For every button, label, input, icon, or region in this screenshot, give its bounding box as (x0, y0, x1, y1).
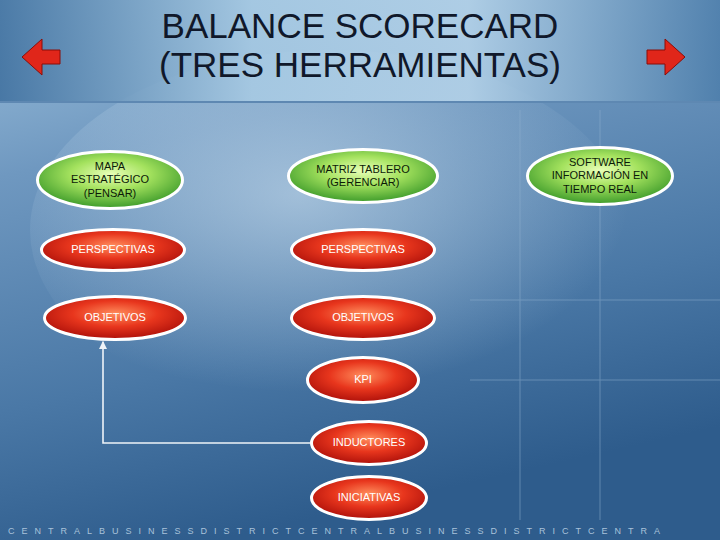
watermark: CENTRALBUSINESSDISTRICTCENTRALBUSINESSDI… (8, 526, 667, 536)
node-label: KPI (354, 373, 372, 386)
item-ellipse: INDUCTORES (310, 420, 428, 466)
item-ellipse: INICIATIVAS (310, 475, 428, 521)
tool-ellipse: SOFTWARE INFORMACIÓN EN TIEMPO REAL (526, 146, 674, 206)
nav-arrow-left (22, 39, 60, 75)
item-ellipse: KPI (306, 356, 420, 404)
node-label: INICIATIVAS (338, 491, 401, 504)
node-label: OBJETIVOS (332, 311, 394, 324)
tool-ellipse: MAPA ESTRATÉGICO (PENSAR) (36, 150, 184, 210)
node-label: OBJETIVOS (84, 311, 146, 324)
node-label: PERSPECTIVAS (71, 243, 155, 256)
node-label: INDUCTORES (333, 436, 406, 449)
item-ellipse: OBJETIVOS (43, 295, 187, 341)
node-label: SOFTWARE INFORMACIÓN EN TIEMPO REAL (548, 156, 653, 196)
nav-arrow-right (647, 39, 685, 75)
feedback-arrow (103, 342, 310, 443)
item-ellipse: PERSPECTIVAS (40, 228, 186, 272)
slide-title: BALANCE SCORECARD (TRES HERRAMIENTAS) (125, 6, 595, 84)
node-label: MATRIZ TABLERO (GERENCIAR) (309, 163, 417, 189)
node-label: PERSPECTIVAS (321, 243, 405, 256)
item-ellipse: PERSPECTIVAS (290, 228, 436, 272)
item-ellipse: OBJETIVOS (290, 295, 436, 341)
node-label: MAPA ESTRATÉGICO (PENSAR) (58, 160, 163, 200)
tool-ellipse: MATRIZ TABLERO (GERENCIAR) (287, 148, 439, 204)
